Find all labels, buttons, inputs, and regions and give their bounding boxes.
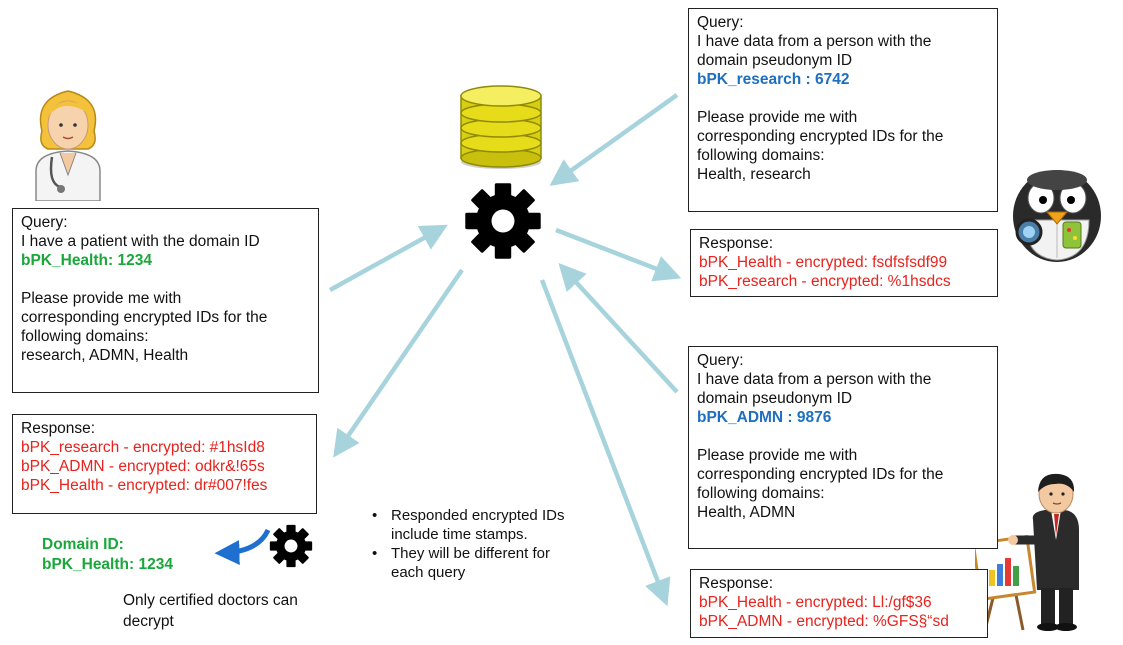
query-line: domain pseudonym ID — [697, 52, 853, 69]
query-line: I have data from a person with the — [697, 33, 932, 50]
query-line: Please provide me with — [21, 290, 182, 307]
query-line: corresponding encrypted IDs for the — [697, 466, 944, 483]
domain-id-label: Domain ID: bPK_Health: 1234 — [42, 535, 173, 575]
domain-id-value: bPK_Health: 1234 — [21, 252, 152, 269]
query-title: Query: — [697, 352, 744, 369]
response-line: bPK_ADMN - encrypted: odkr&!65s — [21, 458, 265, 475]
businessman-illustration — [975, 473, 1079, 631]
query-line: following domains: — [697, 485, 825, 502]
decrypt-note-line: decrypt — [123, 613, 174, 630]
query-title: Query: — [697, 14, 744, 31]
decrypt-note-line: Only certified doctors can — [123, 592, 298, 609]
note-bullet: • They will be different for each query — [372, 545, 550, 581]
central-gear-icon — [465, 183, 541, 259]
research-query-box: Query: I have data from a person with th… — [688, 8, 998, 212]
arrow-doctor-response — [333, 268, 464, 458]
response-line: bPK_research - encrypted: #1hsId8 — [21, 439, 265, 456]
query-line: corresponding encrypted IDs for the — [697, 128, 944, 145]
response-title: Response: — [699, 575, 774, 592]
query-line: corresponding encrypted IDs for the — [21, 309, 268, 326]
admn-query-box: Query: I have data from a person with th… — [688, 346, 998, 549]
response-line: bPK_Health - encrypted: dr#007!fes — [21, 477, 268, 494]
arrow-research-query — [549, 93, 679, 186]
doctor-query-box: Query: I have a patient with the domain … — [12, 208, 319, 393]
decrypt-arrow — [214, 528, 271, 566]
query-title: Query: — [21, 214, 68, 231]
arrow-admn-response — [539, 279, 671, 607]
admn-response-box: Response: bPK_Health - encrypted: Ll:/gf… — [690, 569, 988, 638]
domain-id-heading: Domain ID: — [42, 536, 124, 553]
domain-id-decrypted: bPK_Health: 1234 — [42, 556, 173, 573]
arrow-admn-query — [558, 263, 679, 394]
small-gear-icon — [269, 524, 313, 568]
response-line: bPK_research - encrypted: %1hsdcs — [699, 273, 951, 290]
doctor-illustration — [35, 90, 101, 201]
query-line: I have a patient with the domain ID — [21, 233, 260, 250]
query-line: following domains: — [697, 147, 825, 164]
query-domains: Health, ADMN — [697, 504, 796, 521]
response-line: bPK_Health - encrypted: Ll:/gf$36 — [699, 594, 932, 611]
note-bullet: • Responded encrypted IDs include time s… — [372, 507, 565, 543]
arrow-doctor-query — [328, 224, 448, 292]
response-line: bPK_ADMN - encrypted: %GFS§“sd — [699, 613, 949, 630]
response-title: Response: — [21, 420, 96, 437]
query-domains: Health, research — [697, 166, 811, 183]
pseudonym-id-value: bPK_research : 6742 — [697, 71, 850, 88]
database-icon — [460, 85, 542, 169]
query-line: Please provide me with — [697, 109, 858, 126]
response-title: Response: — [699, 235, 774, 252]
timestamp-notes: • Responded encrypted IDs include time s… — [372, 506, 564, 582]
query-line: Please provide me with — [697, 447, 858, 464]
query-line: following domains: — [21, 328, 149, 345]
query-domains: research, ADMN, Health — [21, 347, 189, 364]
doctor-response-box: Response: bPK_research - encrypted: #1hs… — [12, 414, 317, 514]
decrypt-note: Only certified doctors can decrypt — [123, 590, 298, 632]
pseudonym-id-value: bPK_ADMN : 9876 — [697, 409, 832, 426]
research-response-box: Response: bPK_Health - encrypted: fsdfsf… — [690, 229, 998, 297]
response-line: bPK_Health - encrypted: fsdfsfsdf99 — [699, 254, 948, 271]
query-line: domain pseudonym ID — [697, 390, 853, 407]
penguin-scientist-illustration — [1013, 170, 1101, 262]
query-line: I have data from a person with the — [697, 371, 932, 388]
arrow-research-response — [555, 227, 682, 282]
